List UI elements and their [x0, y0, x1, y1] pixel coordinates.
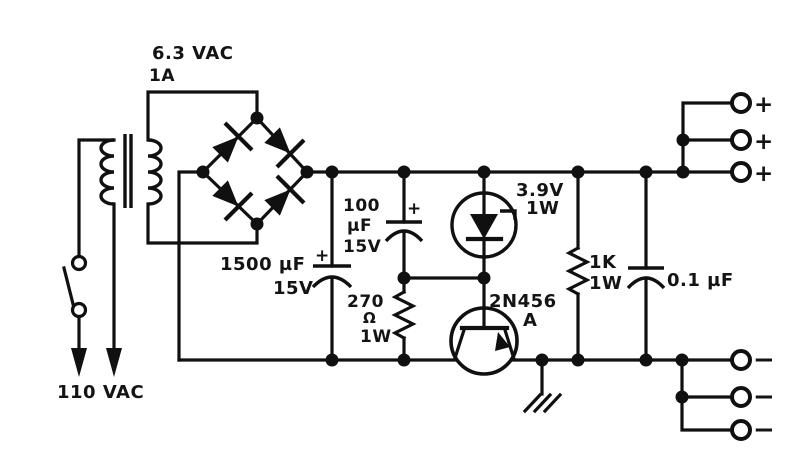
junction-dot — [676, 133, 690, 147]
junction-dot — [325, 353, 339, 367]
c1-value-label: 1500 µF — [220, 254, 305, 275]
diode-left-top-icon — [212, 121, 254, 163]
junction-dot — [250, 217, 264, 231]
ground-symbol — [522, 358, 563, 414]
line-cord-arrow-right — [106, 348, 122, 377]
junction-dot — [675, 353, 689, 367]
secondary-voltage-label: 6.3 VAC — [152, 43, 234, 64]
switch-contact-bottom — [70, 301, 88, 319]
zener-triangle — [470, 214, 498, 239]
bias-resistor-270: 270 Ω 1W — [347, 276, 417, 362]
r1-unit-label: Ω — [363, 309, 376, 327]
secondary-bottom-wire — [146, 202, 259, 245]
terminal-positive-1 — [730, 92, 752, 114]
junction-dot — [250, 111, 264, 125]
terminal-plus-sign: + — [754, 129, 774, 155]
junction-dot — [535, 353, 549, 367]
junction-dot — [397, 165, 411, 179]
c1-voltage-label: 15V — [273, 278, 313, 299]
diode-left-bottom-icon — [212, 180, 254, 222]
r2-power-label: 1W — [589, 273, 622, 294]
c3-value-label: 0.1 µF — [667, 270, 734, 291]
zener-hook-mark — [500, 209, 517, 220]
r1-zigzag — [391, 289, 417, 341]
c2-polarity-sign: + — [407, 199, 422, 219]
filter-capacitor-1500uf: + 1500 µF 15V — [220, 170, 353, 362]
junction-dot — [325, 165, 339, 179]
terminal-plus-sign: + — [754, 161, 774, 187]
terminal-negative-1 — [730, 349, 752, 371]
junction-dot — [477, 165, 491, 179]
transistor-collector-lead — [452, 327, 467, 361]
bridge-rectifier — [200, 115, 310, 227]
line-cord-arrow-left — [71, 348, 87, 377]
terminal-minus-sign: − — [753, 415, 775, 445]
junction-dot — [676, 165, 690, 179]
load-resistor-1k: 1K 1W — [565, 170, 622, 362]
supply-rails — [177, 101, 734, 432]
junction-dot — [571, 353, 585, 367]
transistor-suffix-label: A — [523, 310, 537, 331]
ground-hash-marks — [522, 392, 563, 414]
terminal-minus-sign: − — [753, 382, 775, 412]
terminal-plus-sign: + — [754, 92, 774, 118]
dc-negative-drop-wire — [177, 170, 205, 362]
secondary-current-label: 1A — [149, 66, 175, 86]
terminal-negative-2 — [730, 386, 752, 408]
transistor-emitter-lead — [502, 327, 517, 362]
junction-dot — [639, 353, 653, 367]
c2-value-label: 100 — [343, 196, 380, 216]
diode-top-right-icon — [264, 127, 306, 169]
negative-branch-wire — [680, 358, 734, 432]
zener-diode: 3.9V 1W — [450, 170, 564, 280]
junction-dot — [397, 271, 411, 285]
pass-transistor: 2N456 A — [449, 276, 557, 376]
secondary-top-wire — [146, 90, 259, 142]
terminal-minus-sign: − — [753, 345, 775, 375]
primary-winding — [99, 138, 115, 206]
bypass-capacitor-100uf: + 100 µF 15V — [343, 170, 424, 280]
r2-value-label: 1K — [589, 252, 617, 273]
zener-voltage-label: 3.9V — [516, 180, 564, 201]
secondary-winding — [147, 138, 163, 206]
r1-power-label: 1W — [360, 327, 392, 347]
junction-dots — [196, 111, 690, 404]
terminal-negative-3 — [730, 419, 752, 441]
ac-input: 110 VAC — [57, 138, 144, 403]
c1-polarity-sign: + — [315, 246, 330, 266]
junction-dot — [571, 165, 585, 179]
output-terminals: + + + − − − — [730, 92, 775, 445]
terminal-positive-3 — [730, 161, 752, 183]
junction-dot — [300, 165, 314, 179]
switch-blade — [62, 266, 75, 306]
zener-power-label: 1W — [526, 198, 559, 219]
junction-dot — [196, 165, 210, 179]
r2-zigzag — [565, 245, 591, 297]
ac-hot-wire — [77, 138, 116, 258]
transistor-emitter-arrow — [495, 332, 510, 351]
transformer: 6.3 VAC 1A — [99, 43, 259, 245]
c2-unit-label: µF — [347, 216, 372, 236]
junction-dot — [675, 390, 689, 404]
positive-branch-wire — [681, 101, 734, 174]
bridge-diamond-wires — [200, 115, 310, 227]
junction-dot — [477, 271, 491, 285]
r1-value-label: 270 — [347, 292, 384, 312]
junction-dot — [639, 165, 653, 179]
ac-input-label: 110 VAC — [57, 382, 144, 403]
output-capacitor: 0.1 µF — [626, 170, 734, 362]
c2-voltage-label: 15V — [343, 237, 382, 257]
transistor-part-label: 2N456 — [489, 291, 557, 312]
terminal-positive-2 — [730, 129, 752, 151]
switch-contact-top — [70, 254, 88, 272]
junction-dot — [397, 353, 411, 367]
diode-bottom-right-icon — [264, 174, 306, 216]
